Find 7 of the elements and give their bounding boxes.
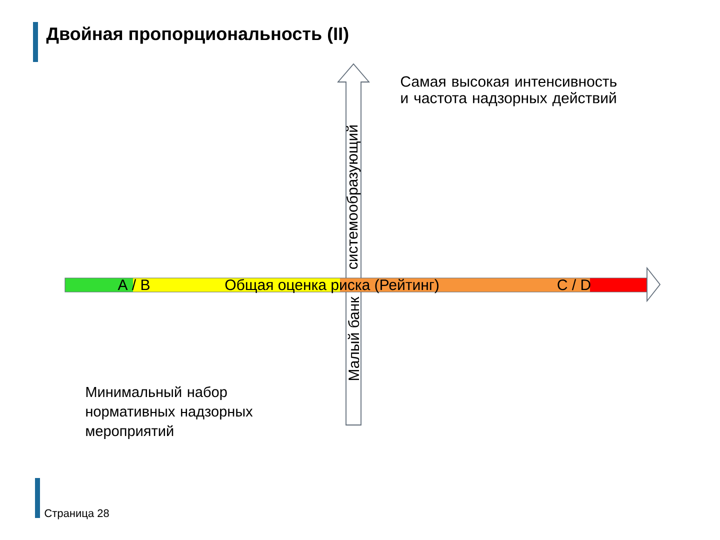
axis-label: Общая оценка риска (Рейтинг)	[225, 278, 438, 294]
axis-label: системообразующий	[346, 125, 361, 269]
page-number: Страница 28	[44, 509, 109, 520]
title: Двойная пропорциональность (II)	[46, 26, 348, 44]
note-text: Минимальный набор нормативных надзорных мероприятий	[86, 386, 253, 439]
axis-label: Малый банк	[348, 296, 360, 380]
note-text: Самая высокая интенсивность и частота надзорных действий	[400, 76, 616, 106]
